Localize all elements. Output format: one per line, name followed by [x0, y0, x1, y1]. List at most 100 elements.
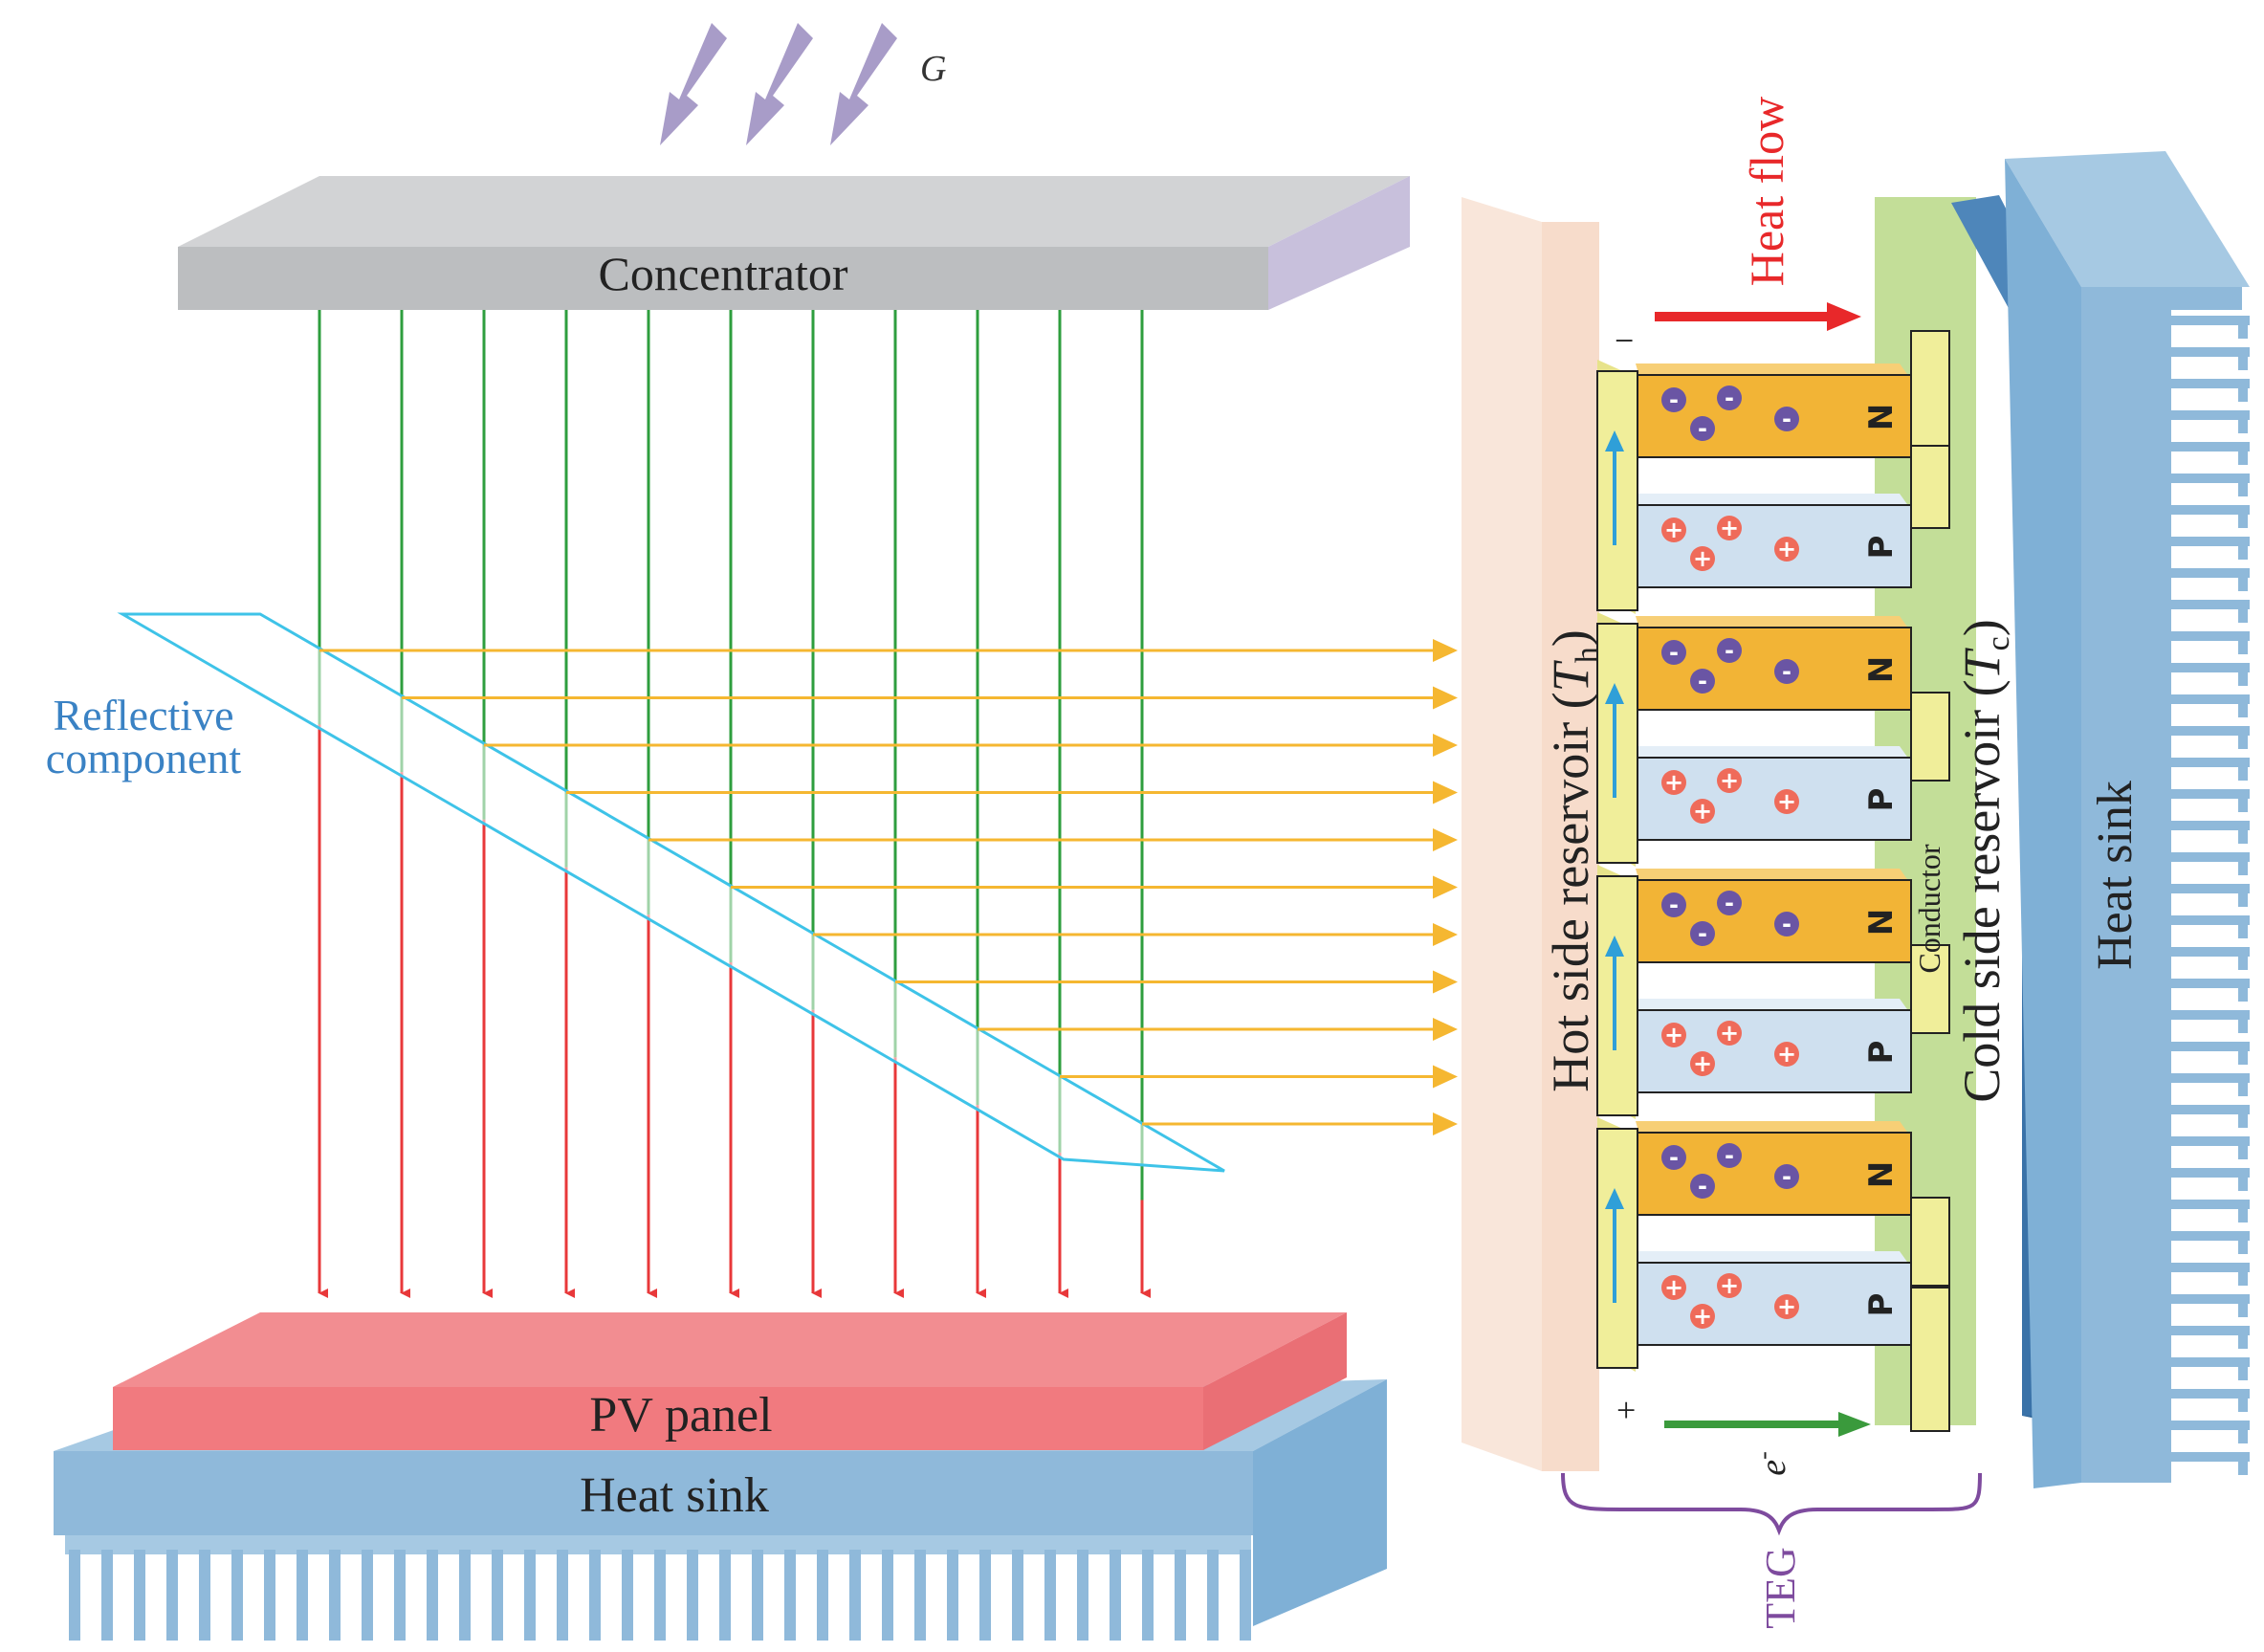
- reflected-ray-arrowhead: [1433, 639, 1458, 662]
- hot-conductor: [1596, 623, 1638, 864]
- fin-tip: [2238, 600, 2248, 623]
- electron-sign: -: [1669, 639, 1679, 666]
- hot-conductor: [1596, 875, 1638, 1116]
- hole-carrier: [1690, 1051, 1715, 1076]
- heat-sink-right-label: Heat sink: [2088, 781, 2143, 970]
- fin-tip: [2238, 410, 2248, 433]
- fin: [2171, 663, 2250, 672]
- fin-tip: [2238, 474, 2248, 496]
- electron-sign: -: [1698, 415, 1707, 442]
- hole-sign: +: [1777, 1041, 1796, 1068]
- heat-sink-right: [2005, 151, 2250, 1488]
- internal-current-arrowhead: [1605, 430, 1624, 452]
- reflected-ray-arrowhead: [1433, 1065, 1458, 1089]
- fin-tip: [2238, 1389, 2248, 1412]
- fin: [2171, 1326, 2250, 1335]
- fin: [2171, 1231, 2250, 1241]
- p-type-leg: P++++: [1636, 999, 1912, 1093]
- p-type-leg: P++++: [1636, 746, 1912, 841]
- fin: [557, 1550, 568, 1641]
- electron-carrier: [1661, 387, 1686, 412]
- fin-tip: [2238, 631, 2248, 654]
- fin: [654, 1550, 666, 1641]
- pv-panel: [113, 1312, 1347, 1450]
- reflected-ray-arrowhead: [1433, 828, 1458, 851]
- cold-side-symbol: T: [1953, 647, 2011, 679]
- electron-carrier: [1661, 640, 1686, 665]
- electron-carrier: [1717, 385, 1742, 410]
- fin: [2171, 852, 2250, 862]
- fin: [394, 1550, 406, 1641]
- leg-body: [1637, 1009, 1912, 1093]
- hole-carrier: [1661, 1275, 1686, 1300]
- fin: [2171, 1073, 2250, 1083]
- hole-sign: +: [1777, 536, 1796, 562]
- fin-tip: [2238, 1010, 2248, 1033]
- irradiance-arrows: [660, 23, 897, 145]
- fin-tip: [2238, 379, 2248, 402]
- reflected-ray-arrowhead: [1433, 875, 1458, 899]
- n-type-label: N: [1862, 656, 1901, 683]
- fin: [2171, 1421, 2250, 1430]
- leg-body: [1637, 879, 1912, 963]
- fin: [2171, 1357, 2250, 1367]
- n-type-leg: N----: [1636, 869, 1912, 963]
- leg-body: [1637, 757, 1912, 841]
- hot-side-close: ): [1542, 629, 1599, 647]
- leg-top: [1636, 616, 1909, 629]
- fin: [2171, 979, 2250, 988]
- electron-sign: -: [1725, 385, 1734, 411]
- electron-current-arrow: [1664, 1412, 1871, 1437]
- fin-tip: [2238, 347, 2248, 370]
- hot-side-symbol: T: [1542, 659, 1599, 692]
- electron-sign: -: [1698, 1173, 1707, 1200]
- fin: [2171, 1168, 2250, 1178]
- cold-conductor: [1910, 692, 1950, 782]
- fin-tip: [2238, 884, 2248, 907]
- fin-tip: [2238, 316, 2248, 339]
- electron-carrier: [1690, 669, 1715, 694]
- fin-tip: [2238, 915, 2248, 938]
- fin: [2171, 600, 2250, 609]
- fin: [882, 1550, 893, 1641]
- teg-brace: [1561, 1472, 1982, 1536]
- electron-carrier: [1774, 1164, 1799, 1189]
- fin-tip: [2238, 1073, 2248, 1096]
- electron-carrier: [1717, 891, 1742, 915]
- fin-tip: [2238, 852, 2248, 875]
- n-type-label: N: [1862, 909, 1901, 936]
- fin: [2171, 316, 2250, 325]
- pv-panel-label: PV panel: [589, 1388, 772, 1443]
- fin: [69, 1550, 80, 1641]
- cold-side-text: Cold side reservoir (: [1953, 679, 2011, 1102]
- fin: [166, 1550, 178, 1641]
- fin-tip: [2238, 505, 2248, 528]
- electron-sign: -: [1782, 658, 1791, 685]
- hole-sign: +: [1777, 788, 1796, 815]
- teg-label: TEG: [1757, 1547, 1804, 1629]
- n-type-leg: N----: [1636, 363, 1912, 458]
- fin-tip: [2238, 1231, 2248, 1254]
- hole-sign: +: [1693, 1303, 1712, 1330]
- fin-tip: [2238, 1357, 2248, 1380]
- electron-carrier: [1774, 659, 1799, 684]
- electron-carrier: [1717, 1143, 1742, 1168]
- hole-sign: +: [1720, 515, 1739, 541]
- fin: [2171, 568, 2250, 578]
- fin: [1044, 1550, 1056, 1641]
- fin: [459, 1550, 471, 1641]
- teg-modules: N----P++++N----P++++N----P++++N----P++++…: [1596, 330, 1950, 1432]
- hole-sign: +: [1693, 1050, 1712, 1077]
- electron-carrier: [1661, 892, 1686, 917]
- fin-tip: [2238, 979, 2248, 1002]
- heat-sink-fins-left: [65, 1535, 1251, 1641]
- fin: [2171, 1105, 2250, 1114]
- reflective-label-line1: Reflective: [53, 691, 233, 739]
- cold-side-label: Cold side reservoir (Tc): [1953, 619, 2016, 1103]
- cold-side-close: ): [1953, 619, 2011, 636]
- n-type-leg: N----: [1636, 1121, 1912, 1216]
- fin: [687, 1550, 698, 1641]
- hole-carrier: [1717, 516, 1742, 540]
- hole-sign: +: [1664, 517, 1683, 543]
